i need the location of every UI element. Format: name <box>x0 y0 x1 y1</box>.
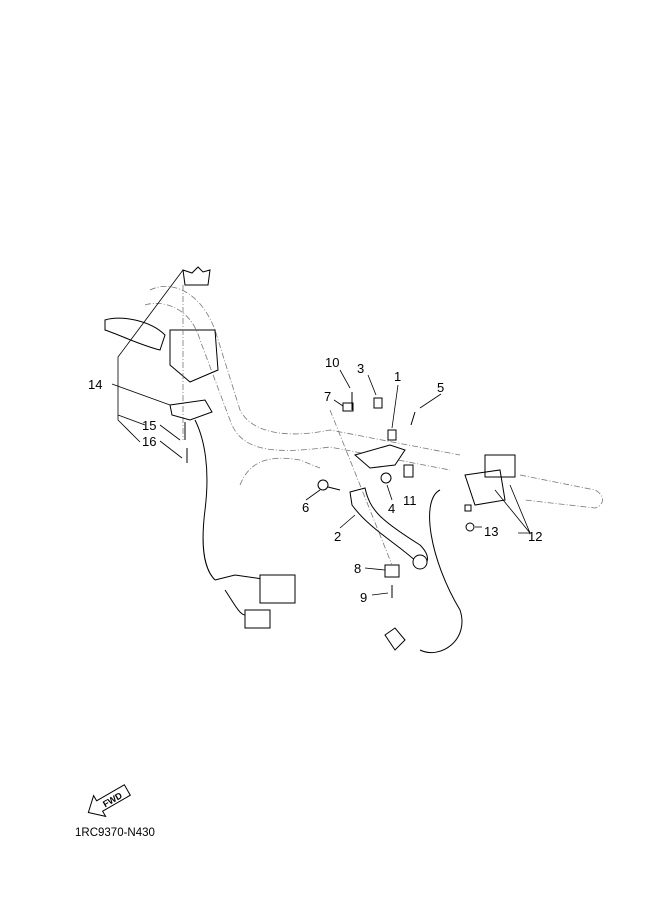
callout-5: 5 <box>437 380 444 395</box>
clutch-lever-assembly <box>317 392 428 598</box>
callout-9: 9 <box>360 590 367 605</box>
drawing-code: 1RC9370-N430 <box>75 827 155 839</box>
leader-lines <box>111 269 531 596</box>
callout-2: 2 <box>334 529 341 544</box>
forward-arrow-icon: FWD <box>87 784 132 818</box>
callout-8: 8 <box>354 561 361 576</box>
callout-labels: 1 2 3 4 5 6 7 8 9 10 11 12 13 14 15 16 <box>88 355 542 605</box>
callout-11: 11 <box>403 493 417 508</box>
left-switch-assembly <box>104 266 296 629</box>
callout-7: 7 <box>324 389 331 404</box>
handlebar-outline <box>144 286 461 486</box>
callout-14: 14 <box>88 377 102 392</box>
callout-4: 4 <box>388 501 395 516</box>
right-switch-assembly <box>384 454 603 654</box>
callout-10: 10 <box>325 355 339 370</box>
callout-1: 1 <box>394 369 401 384</box>
callout-3: 3 <box>357 361 364 376</box>
callout-16: 16 <box>142 434 156 449</box>
callout-13: 13 <box>484 524 498 539</box>
callout-15: 15 <box>142 418 156 433</box>
callout-12: 12 <box>528 529 542 544</box>
callout-6: 6 <box>302 500 309 515</box>
